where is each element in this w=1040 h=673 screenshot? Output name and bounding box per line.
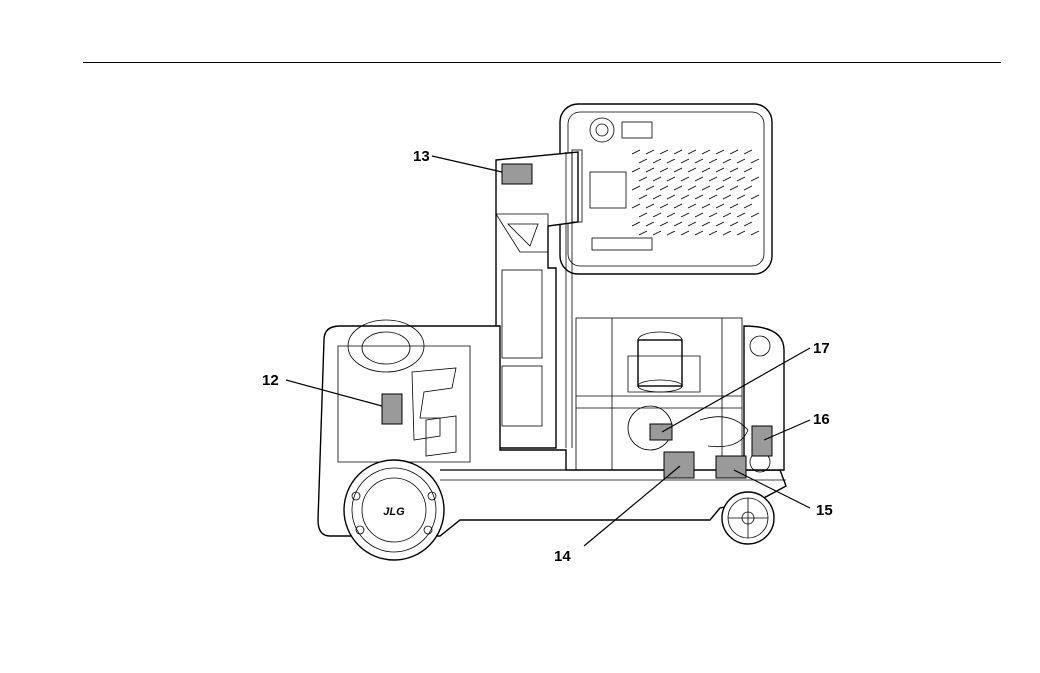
- leader-13: [432, 156, 502, 172]
- brand-logo: JLG: [383, 506, 405, 518]
- callout-15: 15: [816, 502, 833, 519]
- motor-unit: [628, 332, 748, 450]
- decal-13: [502, 164, 532, 184]
- decal-14: [664, 452, 694, 478]
- decal-16: [752, 426, 772, 456]
- platform-deck: [560, 104, 772, 274]
- callout-17: 17: [813, 340, 830, 357]
- leader-17: [662, 348, 810, 432]
- mast: [496, 150, 582, 448]
- callout-12: 12: [262, 372, 279, 389]
- rear-wheel: JLG: [344, 460, 444, 560]
- decal-17: [650, 424, 672, 440]
- callout-14: 14: [554, 548, 571, 565]
- callout-13: 13: [413, 148, 430, 165]
- decal-12: [382, 394, 402, 424]
- decal-15: [716, 456, 746, 478]
- callout-16: 16: [813, 411, 830, 428]
- front-caster-wheel: [722, 492, 774, 544]
